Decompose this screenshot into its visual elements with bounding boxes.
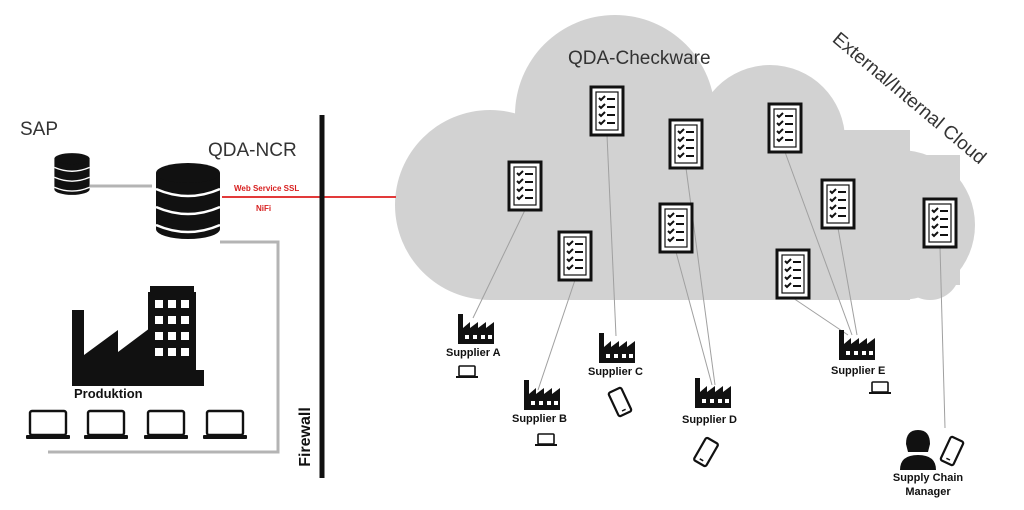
sap-database-icon bbox=[53, 152, 91, 196]
laptop-icon bbox=[868, 381, 892, 395]
manager-label: Manager bbox=[905, 486, 951, 498]
production-factory-icon bbox=[72, 286, 204, 386]
phone-icon bbox=[939, 435, 965, 467]
checklist-icon bbox=[767, 102, 803, 154]
supply-chain-label: Supply Chain bbox=[892, 472, 964, 484]
checklist-icon bbox=[922, 197, 958, 249]
laptop-icon bbox=[142, 409, 190, 441]
checklist-icon bbox=[775, 248, 811, 300]
phone-icon bbox=[607, 386, 633, 418]
laptop-icon bbox=[534, 433, 558, 447]
checklist-icon bbox=[557, 230, 593, 282]
qda-ncr-label: QDA-NCR bbox=[208, 140, 297, 161]
checklist-icon bbox=[658, 202, 694, 254]
supplier-c-factory-icon bbox=[599, 333, 635, 363]
checklist-icon bbox=[589, 85, 625, 137]
sap-label: SAP bbox=[20, 119, 59, 140]
laptop-icon bbox=[24, 409, 72, 441]
supplier-a-factory-icon bbox=[458, 314, 494, 344]
nifi-label: NiFi bbox=[256, 204, 272, 213]
supplier-c-label: Supplier C bbox=[588, 366, 644, 378]
checklist-icon bbox=[668, 118, 704, 170]
web-service-label: Web Service SSL bbox=[234, 184, 300, 193]
firewall-label: Firewall bbox=[297, 407, 314, 467]
supplier-d-label: Supplier D bbox=[682, 414, 738, 426]
supplier-d-factory-icon bbox=[695, 378, 731, 408]
checkware-label: QDA-Checkware bbox=[568, 48, 711, 69]
supplier-a-label: Supplier A bbox=[446, 347, 501, 359]
laptop-icon bbox=[82, 409, 130, 441]
supplier-b-label: Supplier B bbox=[512, 413, 568, 425]
production-link bbox=[48, 240, 280, 454]
laptop-icon bbox=[201, 409, 249, 441]
laptop-icon bbox=[455, 365, 479, 379]
produktion-label: Produktion bbox=[74, 386, 143, 401]
supplier-e-label: Supplier E bbox=[831, 365, 886, 377]
checklist-icon bbox=[507, 160, 543, 212]
supplier-b-factory-icon bbox=[524, 380, 560, 410]
person-icon bbox=[900, 430, 936, 470]
checklist-icon bbox=[820, 178, 856, 230]
qda-ncr-database-icon bbox=[154, 161, 222, 241]
phone-icon bbox=[692, 436, 720, 468]
